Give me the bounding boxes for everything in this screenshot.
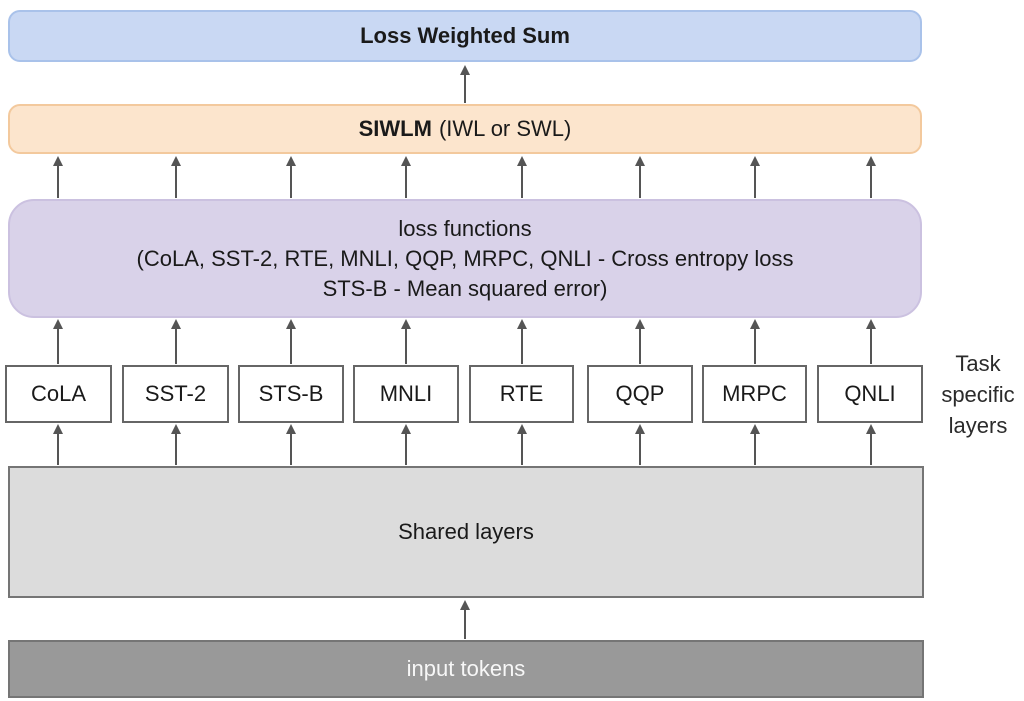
flow-arrow-input-to-shared xyxy=(460,600,470,639)
flow-arrow-shared-to-task xyxy=(517,424,527,465)
task-label-sst2: SST-2 xyxy=(144,381,207,406)
flow-arrow-lossfn-to-siwlm xyxy=(286,156,296,198)
flow-arrow-shared-to-task xyxy=(635,424,645,465)
task-label-qqp: QQP xyxy=(615,381,665,406)
flow-arrow-lossfn-to-siwlm xyxy=(635,156,645,198)
task-label-mnli: MNLI xyxy=(379,381,433,406)
flow-arrow-lossfn-to-siwlm xyxy=(517,156,527,198)
task-label-stsb: STS-B xyxy=(258,381,324,406)
task-box-mnli: MNLI xyxy=(353,365,459,423)
task-label-mrpc: MRPC xyxy=(722,381,787,406)
task-label-cola: CoLA xyxy=(30,381,87,406)
task-box-sst2: SST-2 xyxy=(122,365,229,423)
flow-arrow-lossfn-to-siwlm xyxy=(171,156,181,198)
flow-arrow-siwlm-to-loss-sum xyxy=(460,65,470,103)
flow-arrow-shared-to-task xyxy=(286,424,296,465)
loss-functions-detail-1: (CoLA, SST-2, RTE, MNLI, QQP, MRPC, QNLI… xyxy=(136,245,794,271)
flow-arrow-lossfn-to-siwlm xyxy=(401,156,411,198)
flow-arrow-task-to-lossfn xyxy=(53,319,63,364)
input-tokens-label: input tokens xyxy=(406,656,526,681)
loss-weighted-sum-box: Loss Weighted Sum xyxy=(8,10,922,62)
siwlm-box: SIWLM (IWL or SWL) xyxy=(8,104,922,154)
flow-arrow-task-to-lossfn xyxy=(401,319,411,364)
task-box-mrpc: MRPC xyxy=(702,365,807,423)
task-label-rte: RTE xyxy=(499,381,544,406)
flow-arrow-shared-to-task xyxy=(750,424,760,465)
flow-arrow-task-to-lossfn xyxy=(171,319,181,364)
task-box-qqp: QQP xyxy=(587,365,693,423)
flow-arrow-task-to-lossfn xyxy=(517,319,527,364)
flow-arrow-lossfn-to-siwlm xyxy=(750,156,760,198)
siwlm-label-bold: SIWLM xyxy=(358,116,432,141)
flow-arrow-lossfn-to-siwlm xyxy=(866,156,876,198)
task-box-qnli: QNLI xyxy=(817,365,923,423)
loss-functions-box: loss functions (CoLA, SST-2, RTE, MNLI, … xyxy=(8,199,922,318)
flow-arrow-task-to-lossfn xyxy=(866,319,876,364)
shared-layers-box: Shared layers xyxy=(8,466,924,598)
task-specific-layers-label: Task specific layers xyxy=(941,351,1015,438)
shared-layers-label: Shared layers xyxy=(398,519,534,544)
flow-arrow-lossfn-to-siwlm xyxy=(53,156,63,198)
task-box-cola: CoLA xyxy=(5,365,112,423)
task-label-qnli: QNLI xyxy=(844,381,896,406)
input-tokens-box: input tokens xyxy=(8,640,924,698)
flow-arrow-shared-to-task xyxy=(866,424,876,465)
flow-arrow-shared-to-task xyxy=(53,424,63,465)
siwlm-label: SIWLM (IWL or SWL) xyxy=(359,116,572,142)
loss-functions-title: loss functions xyxy=(398,215,532,241)
loss-weighted-sum-label: Loss Weighted Sum xyxy=(360,23,570,48)
flow-arrow-task-to-lossfn xyxy=(750,319,760,364)
loss-functions-detail-2: STS-B - Mean squared error) xyxy=(322,275,608,301)
flow-arrow-shared-to-task xyxy=(171,424,181,465)
task-box-stsb: STS-B xyxy=(238,365,344,423)
siwlm-label-rest: (IWL or SWL) xyxy=(438,116,572,141)
task-box-rte: RTE xyxy=(469,365,574,423)
flow-arrow-shared-to-task xyxy=(401,424,411,465)
flow-arrow-task-to-lossfn xyxy=(635,319,645,364)
flow-arrow-task-to-lossfn xyxy=(286,319,296,364)
